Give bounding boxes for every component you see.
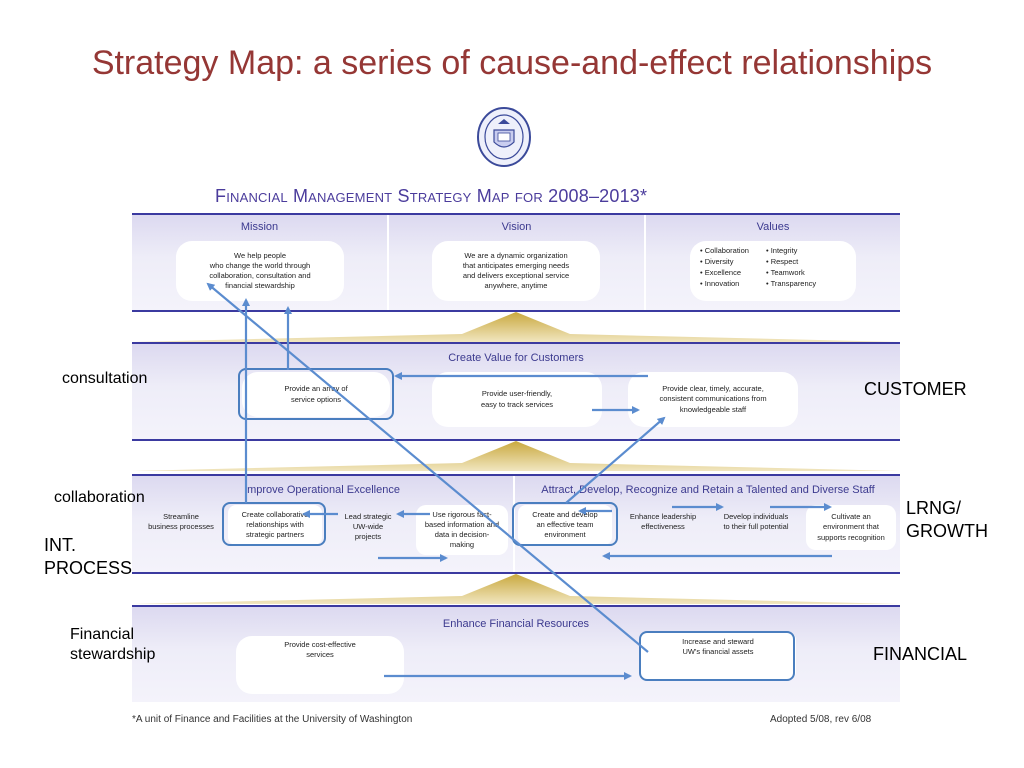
develop-individuals-objective: Develop individuals to their full potent… [723, 512, 789, 532]
financial-header: Enhance Financial Resources [442, 618, 590, 630]
value-label: Excellence [704, 267, 741, 277]
top-band-bottom-line [132, 310, 900, 312]
value-label: Innovation [704, 278, 740, 288]
map-title-text: Financial Management Strategy Map for 20… [215, 186, 641, 206]
financial-assets-objective: Increase and steward UW's financial asse… [640, 632, 796, 680]
value-item: • Diversity [700, 256, 734, 266]
value-label: Teamwork [770, 267, 805, 277]
team-environment-highlight [512, 502, 618, 546]
financial-stewardship-label: Financial stewardship [70, 626, 156, 663]
process-band-top-line [132, 474, 900, 476]
collaborative-relationships-objective: Create collaborative relationships with … [228, 505, 322, 545]
mission-statement: We help people who change the world thro… [176, 241, 344, 301]
value-item: • Teamwork [766, 267, 805, 277]
value-item: • Innovation [700, 278, 740, 288]
values-list-left: • Collaboration • Diversity • Excellence… [700, 246, 749, 290]
value-label: Collaboration [704, 246, 749, 255]
customer-header: Create Value for Customers [448, 352, 584, 364]
map-title: Financial Management Strategy Map for 20… [215, 186, 647, 207]
university-seal-icon [476, 106, 532, 168]
customer-label: CUSTOMER [864, 379, 967, 399]
operational-header: Improve Operational Excellence [244, 484, 400, 496]
leadership-objective: Enhance leadership effectiveness [629, 512, 697, 532]
value-item: • Transparency [766, 278, 817, 288]
value-label: Diversity [704, 256, 734, 266]
collaboration-label: collaboration [54, 489, 145, 506]
consultation-label: consultation [62, 370, 148, 387]
vision-header: Vision [501, 221, 532, 233]
clear-communications-objective: Provide clear, timely, accurate, consist… [628, 372, 798, 427]
gold-separator [132, 441, 900, 471]
vision-statement: We are a dynamic organization that antic… [432, 241, 600, 301]
value-item: • Collaboration [700, 246, 749, 255]
cost-effective-objective: Provide cost-effective services [236, 636, 404, 694]
values-box [690, 241, 856, 301]
top-band-top-line [132, 213, 900, 215]
value-label: Transparency [770, 278, 817, 288]
financial-band-top-line [132, 605, 900, 607]
value-item: • Excellence [700, 267, 741, 277]
values-header: Values [756, 221, 790, 233]
service-options-highlight [238, 368, 394, 420]
service-options-objective: Provide an array of service options [242, 372, 390, 417]
value-item: • Respect [766, 256, 799, 266]
staff-header: Attract, Develop, Recognize and Retain a… [541, 484, 875, 496]
customer-band-bottom-line [132, 439, 900, 441]
value-item: • Integrity [766, 246, 798, 255]
financial-assets-highlight [639, 631, 795, 681]
recognition-objective: Cultivate an environment that supports r… [806, 505, 896, 550]
band-divider [513, 476, 515, 572]
slide-title: Strategy Map: a series of cause-and-effe… [91, 44, 933, 82]
gold-separator [132, 312, 900, 342]
map-title-asterisk: * [640, 186, 648, 206]
streamline-objective: Streamline business processes [148, 512, 214, 532]
footnote: *A unit of Finance and Facilities at the… [132, 714, 413, 725]
fact-based-decisions-objective: Use rigorous fact- based information and… [416, 505, 508, 555]
gold-separator [132, 574, 900, 604]
band-divider [644, 215, 646, 310]
value-label: Integrity [770, 246, 798, 255]
collaborative-relationships-highlight [222, 502, 326, 546]
financial-label: FINANCIAL [873, 644, 968, 664]
int-process-label: INT. PROCESS [44, 535, 133, 578]
arrow-financial-to-mission [206, 282, 649, 653]
process-band-bottom-line [132, 572, 900, 574]
strategic-projects-objective: Lead strategic UW-wide projects [344, 512, 392, 542]
customer-band-top-line [132, 342, 900, 344]
values-list-right: • Integrity • Respect • Teamwork • Trans… [766, 246, 816, 290]
adopted-date: Adopted 5/08, rev 6/08 [770, 714, 872, 725]
value-label: Respect [770, 256, 799, 266]
mission-header: Mission [240, 221, 279, 233]
arrow-team-to-communications [565, 416, 666, 504]
band-divider [387, 215, 389, 310]
user-friendly-services-objective: Provide user-friendly, easy to track ser… [432, 372, 602, 427]
lrng-growth-label: LRNG/ GROWTH [906, 498, 988, 541]
